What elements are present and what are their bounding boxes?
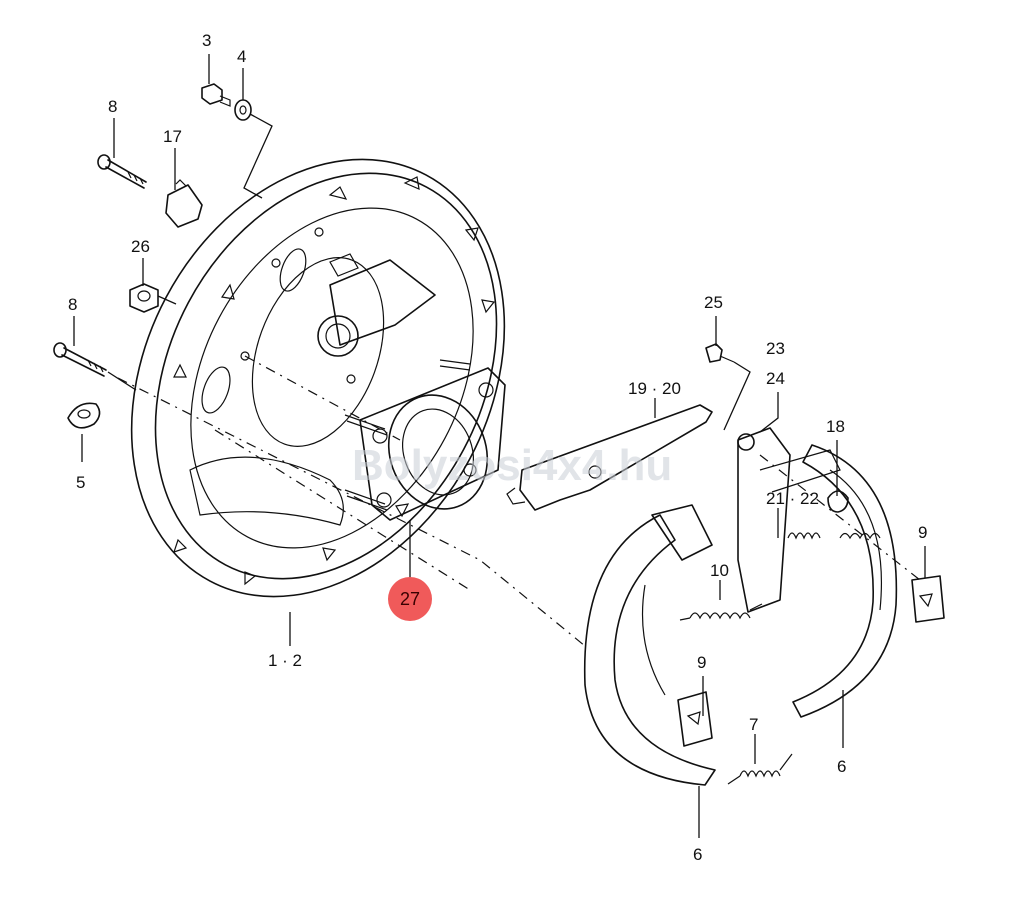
- part-label-7: 7: [749, 715, 758, 734]
- shoe-right: [792, 444, 898, 718]
- shoe-left: [583, 504, 716, 786]
- leader-lines: [73, 54, 926, 838]
- spring-7: [727, 753, 793, 785]
- bearing-retainer: [359, 367, 506, 521]
- parking-lever-23-24: [737, 427, 841, 613]
- clip-17: [165, 179, 203, 228]
- part-label-18: 18: [826, 417, 845, 436]
- part-label-10: 10: [710, 561, 729, 580]
- part-label-6-bottom: 6: [693, 845, 702, 864]
- part-label-1-2: 1 · 2: [268, 651, 302, 670]
- bolt-8-upper: [97, 154, 147, 189]
- part-label-19-20: 19 · 20: [628, 379, 681, 398]
- washer-4: [234, 99, 252, 121]
- bolt-8-lower: [53, 342, 107, 377]
- part-label-5: 5: [76, 473, 85, 492]
- part-label-24: 24: [766, 369, 785, 388]
- lever-19-20: [506, 404, 713, 511]
- plug-5: [67, 402, 101, 429]
- spring-10: [679, 603, 763, 621]
- hold-down-clip-9-right: [911, 575, 945, 623]
- part-label-6-right: 6: [837, 757, 846, 776]
- part-label-25: 25: [704, 293, 723, 312]
- part-label-17: 17: [163, 127, 182, 146]
- part-label-8-lower: 8: [68, 295, 77, 314]
- spring-upper: [839, 532, 881, 540]
- part-label-9-right: 9: [918, 523, 927, 542]
- backing-plate: [130, 158, 506, 598]
- highlight-marker-27[interactable]: 27: [388, 577, 432, 621]
- watermark-text: Bolyzosi4x4.hu: [352, 441, 672, 490]
- part-label-26: 26: [131, 237, 150, 256]
- nut-26: [129, 283, 159, 313]
- part-label-27: 27: [400, 589, 420, 609]
- clip-18: [827, 490, 849, 513]
- part-label-23: 23: [766, 339, 785, 358]
- bolt-3: [201, 83, 231, 107]
- part-label-8-upper: 8: [108, 97, 117, 116]
- part-label-3: 3: [202, 31, 211, 50]
- part-label-9-left: 9: [697, 653, 706, 672]
- hold-down-clip-9-left: [677, 691, 713, 747]
- spring-21-22: [787, 532, 821, 540]
- pin-25: [705, 343, 735, 363]
- highlight-circle[interactable]: [388, 577, 432, 621]
- part-label-21-22: 21 · 22: [766, 489, 819, 508]
- part-label-4: 4: [237, 47, 246, 66]
